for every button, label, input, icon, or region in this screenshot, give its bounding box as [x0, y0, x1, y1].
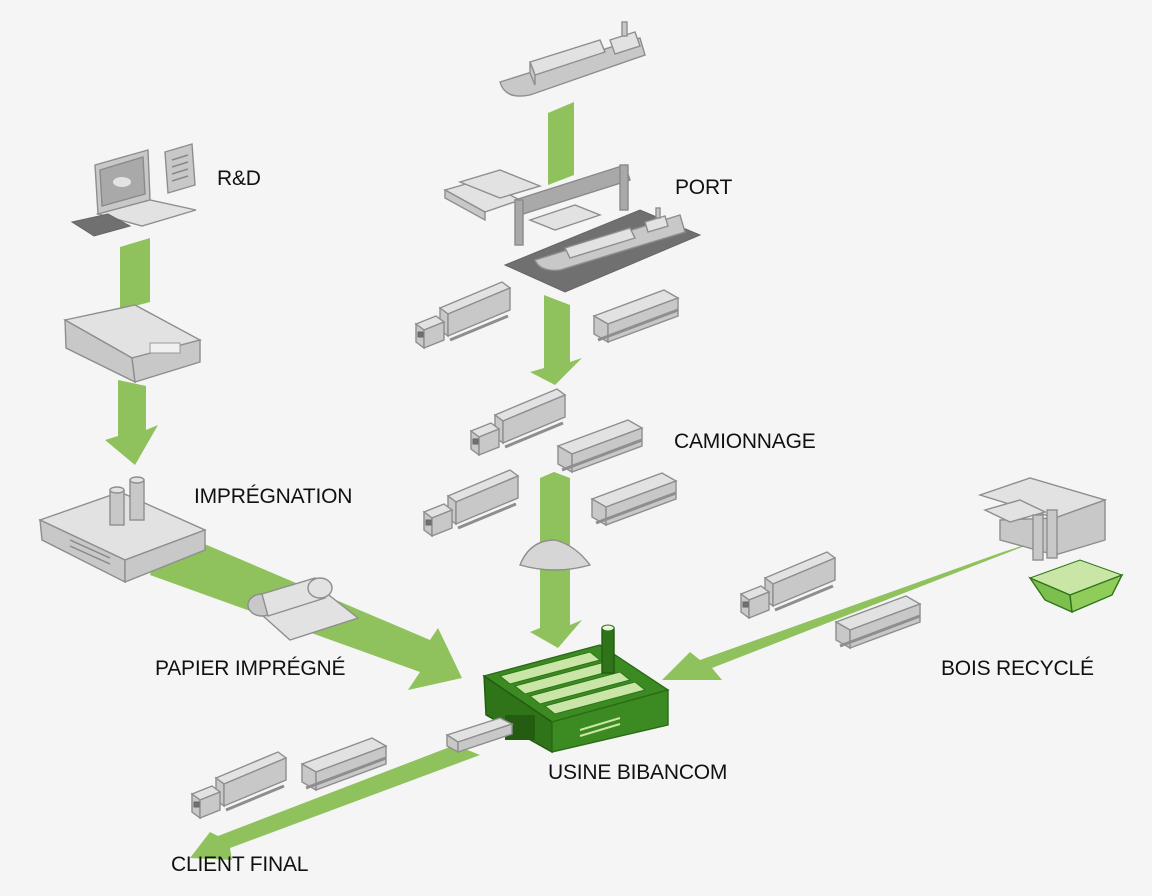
- wood-container-icon: [1028, 559, 1124, 614]
- impregnation-factory-icon: [38, 476, 207, 584]
- truck-icon: [739, 550, 837, 620]
- wood-chips-pile-icon: [519, 539, 592, 571]
- node-label-camionnage: CAMIONNAGE: [674, 430, 816, 453]
- truck-icon: [190, 750, 288, 820]
- arrow-bois-to-usine: [662, 540, 1040, 680]
- laptop-document-icon: [70, 143, 197, 237]
- trailer-icon: [834, 594, 922, 650]
- node-label-usine-bibancom: USINE BIBANCOM: [548, 761, 728, 784]
- recycling-plant-icon: [977, 477, 1108, 561]
- arrow-ship-to-port: [548, 102, 574, 185]
- node-label-rd: R&D: [217, 167, 261, 190]
- arrow-port-to-camionnage: [530, 295, 582, 385]
- node-label-client-final: CLIENT FINAL: [171, 853, 309, 876]
- arrow-prototype-to-impregnation: [105, 380, 158, 465]
- cargo-ship-icon: [499, 21, 646, 97]
- arrow-usine-to-client: [190, 745, 480, 860]
- node-label-bois-recycle: BOIS RECYCLÉ: [941, 657, 1094, 680]
- trailer-icon: [592, 288, 680, 344]
- truck-icon: [414, 280, 512, 350]
- node-label-impregnation: IMPRÉGNATION: [194, 485, 353, 508]
- node-label-port: PORT: [675, 176, 733, 199]
- truck-icon: [422, 468, 520, 538]
- arrow-rd-to-prototype: [120, 238, 150, 310]
- trailer-icon: [590, 471, 678, 527]
- bibancom-factory-icon: [482, 624, 670, 754]
- paper-roll-icon: [247, 577, 360, 641]
- panel-stack-icon: [445, 717, 514, 754]
- trailer-icon: [556, 418, 644, 474]
- node-label-papier-impregne: PAPIER IMPRÉGNÉ: [155, 657, 346, 680]
- truck-icon: [469, 387, 567, 457]
- prototype-module-icon: [63, 304, 202, 384]
- port-terminal-icon: [443, 164, 702, 293]
